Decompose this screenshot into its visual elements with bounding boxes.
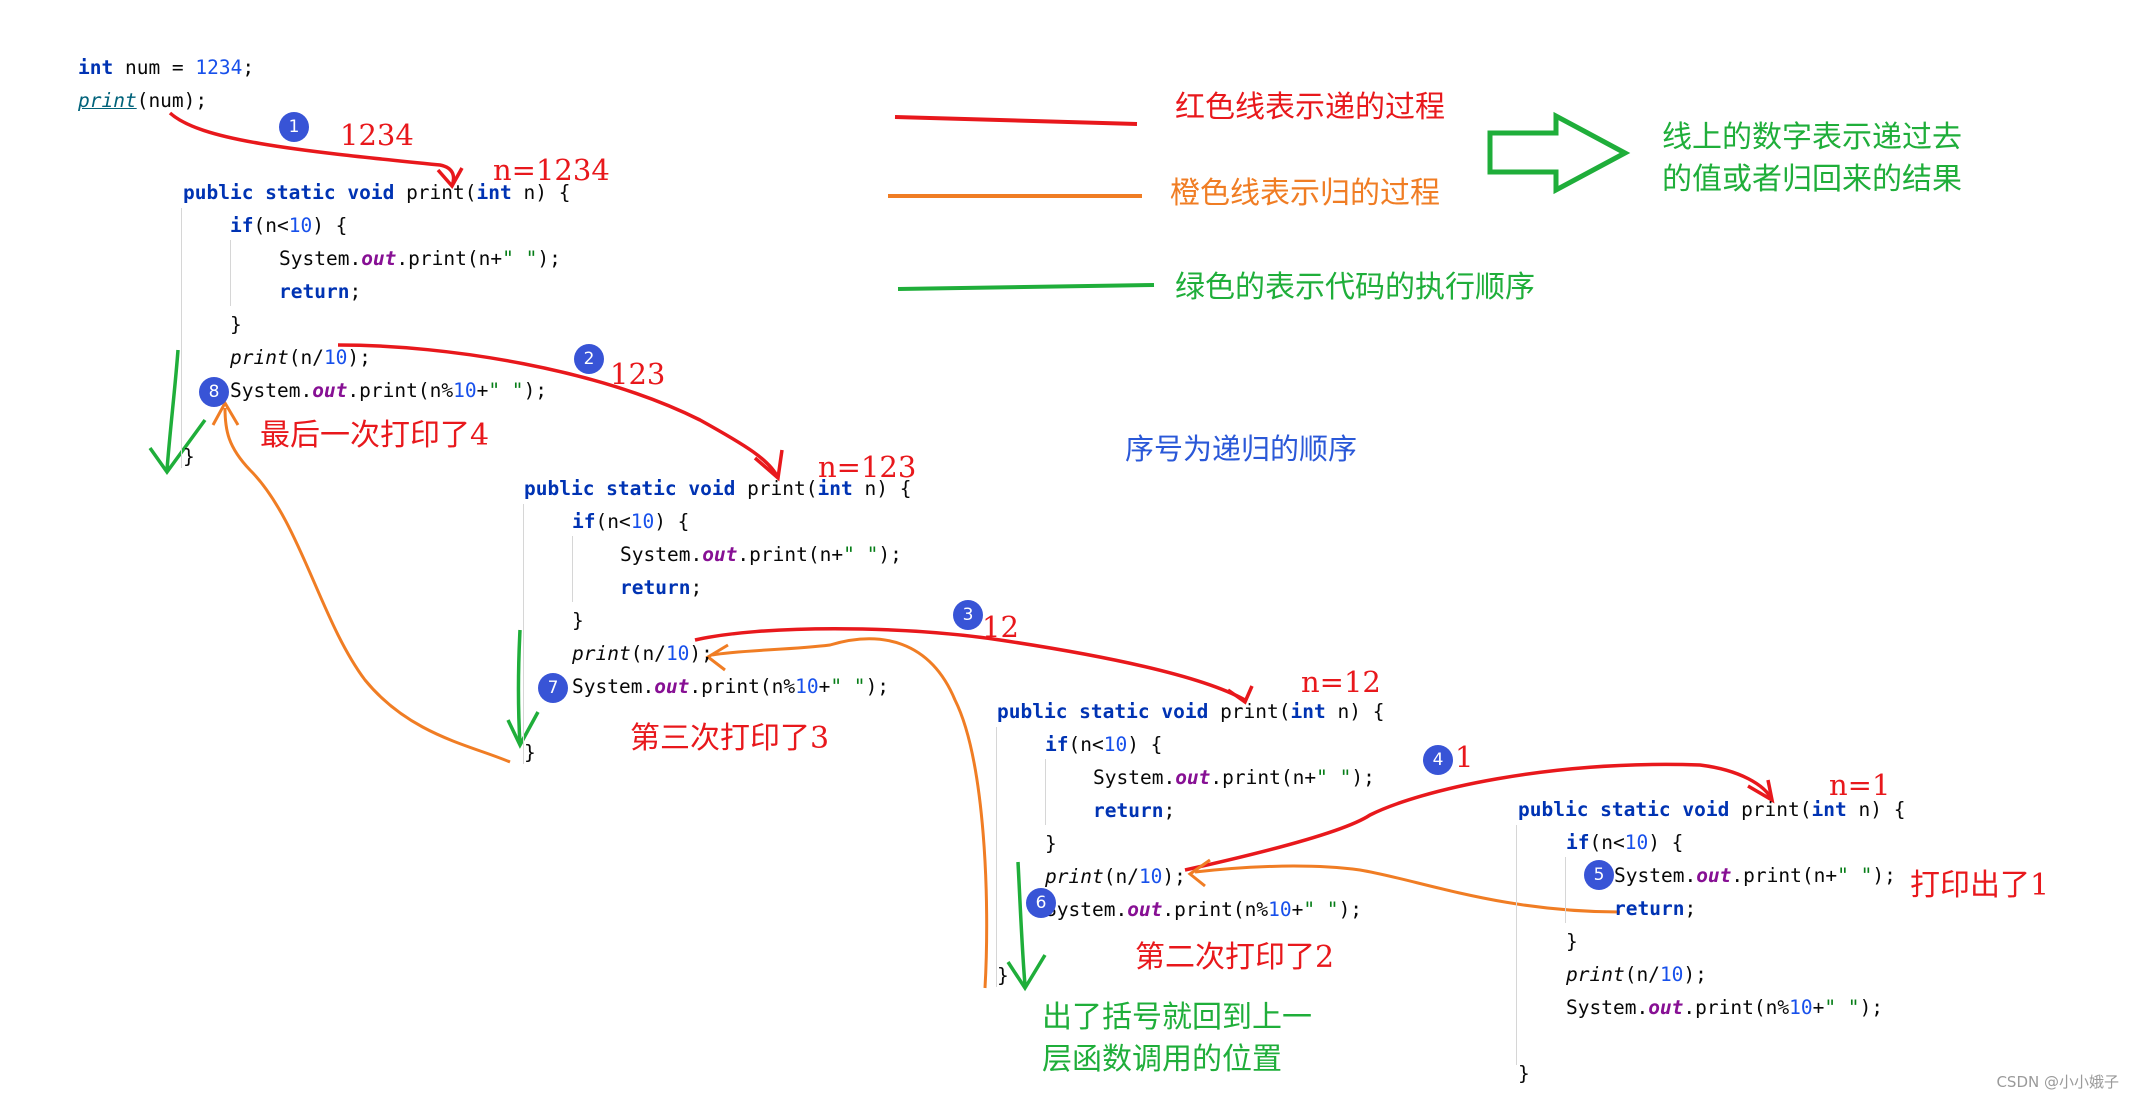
watermark: CSDN @小小娥子 [1996, 1073, 2119, 1091]
indent-guide [523, 504, 524, 764]
print-mod-line: System.out.print(n%10+" "); [230, 379, 548, 402]
recursive-call-line: print(n/10); [230, 346, 371, 369]
value-label-123: 123 [610, 357, 666, 391]
step-badge-2: 2 [574, 344, 604, 374]
value-label-1: 1 [1455, 740, 1474, 774]
indent-guide [181, 208, 182, 468]
step-badge-6: 6 [1026, 888, 1056, 918]
if-close: } [1045, 832, 1057, 855]
if-line: if(n<10) { [1045, 733, 1163, 756]
return-line: return; [620, 576, 703, 599]
print-mod-line: System.out.print(n%10+" "); [572, 675, 890, 698]
method-signature: public static void print(int n) { [524, 477, 912, 500]
legend-note-line1: 线上的数字表示递过去 [1662, 120, 1962, 155]
value-label-1234: 1234 [340, 118, 414, 152]
method-close: } [183, 445, 195, 468]
if-close: } [230, 313, 242, 336]
step-badge-5: 5 [1584, 860, 1614, 890]
recursive-call-line: print(n/10); [1566, 963, 1707, 986]
annotation-first-print: 打印出了1 [1910, 868, 2050, 903]
green-arrow-1 [165, 349, 180, 471]
legend-red-line [894, 115, 1138, 126]
print-n-line: System.out.print(n+" "); [1614, 864, 1896, 887]
green-arrow-2 [516, 629, 522, 746]
if-close: } [1566, 930, 1578, 953]
orange-arrowhead-1 [1187, 858, 1211, 888]
legend-red-text: 红色线表示递的过程 [1175, 90, 1445, 125]
param-label-n123: n=123 [818, 450, 917, 484]
red-arrowhead-4 [1747, 779, 1775, 804]
method-signature: public static void print(int n) { [997, 700, 1385, 723]
param-label-n1234: n=1234 [493, 153, 610, 187]
annotation-last-print: 最后一次打印了4 [260, 418, 490, 453]
if-line: if(n<10) { [572, 510, 690, 533]
top-line-call: print(num); [78, 89, 208, 112]
if-line: if(n<10) { [1566, 831, 1684, 854]
if-line: if(n<10) { [230, 214, 348, 237]
print-n-line: System.out.print(n+" "); [279, 247, 561, 270]
step-badge-7: 7 [538, 673, 568, 703]
recursive-call-line: print(n/10); [572, 642, 713, 665]
indent-guide [1565, 857, 1566, 923]
step-badge-4: 4 [1423, 745, 1453, 775]
indent-guide [1516, 825, 1517, 1065]
print-mod-line: System.out.print(n%10+" "); [1566, 996, 1884, 1019]
if-close: } [572, 609, 584, 632]
step-badge-1: 1 [279, 112, 309, 142]
annotation-second-print: 第二次打印了2 [1135, 940, 1335, 975]
top-line-declaration: int num = 1234; [78, 56, 255, 79]
annotation-back-line2: 层函数调用的位置 [1042, 1042, 1282, 1077]
return-line: return; [279, 280, 362, 303]
step-badge-3: 3 [953, 600, 983, 630]
legend-note-line2: 的值或者归回来的结果 [1662, 162, 1962, 197]
orange-return-3 [223, 407, 511, 764]
annotation-third-print: 第三次打印了3 [630, 721, 830, 756]
step-badge-8: 8 [199, 377, 229, 407]
method-signature: public static void print(int n) { [183, 181, 571, 204]
method-close: } [524, 741, 536, 764]
method-close: } [997, 964, 1009, 987]
print-n-line: System.out.print(n+" "); [620, 543, 902, 566]
value-label-12: 12 [982, 610, 1019, 644]
indent-guide [1045, 759, 1046, 825]
indent-guide [230, 240, 231, 306]
green-arrowhead-1 [148, 418, 207, 475]
green-arrow-3 [1016, 861, 1027, 986]
legend-green-line [897, 283, 1155, 291]
recursive-call-line: print(n/10); [1045, 865, 1186, 888]
green-arrowhead-3 [1006, 954, 1047, 992]
legend-orange-text: 橙色线表示归的过程 [1170, 176, 1440, 211]
method-close: } [1518, 1062, 1530, 1085]
green-hollow-arrow [1487, 111, 1631, 195]
return-line: return; [1093, 799, 1176, 822]
print-mod-line: System.out.print(n%10+" "); [1045, 898, 1363, 921]
indent-guide [996, 727, 997, 987]
param-label-n1: n=1 [1829, 768, 1891, 802]
red-arrowhead-2 [753, 449, 784, 482]
annotation-back-line1: 出了括号就回到上一 [1042, 1000, 1312, 1035]
order-note: 序号为递归的顺序 [1125, 432, 1358, 466]
return-line: return; [1614, 897, 1697, 920]
legend-green-text: 绿色的表示代码的执行顺序 [1175, 270, 1535, 305]
method-signature: public static void print(int n) { [1518, 798, 1906, 821]
param-label-n12: n=12 [1301, 665, 1381, 699]
print-n-line: System.out.print(n+" "); [1093, 766, 1375, 789]
indent-guide [572, 536, 573, 602]
